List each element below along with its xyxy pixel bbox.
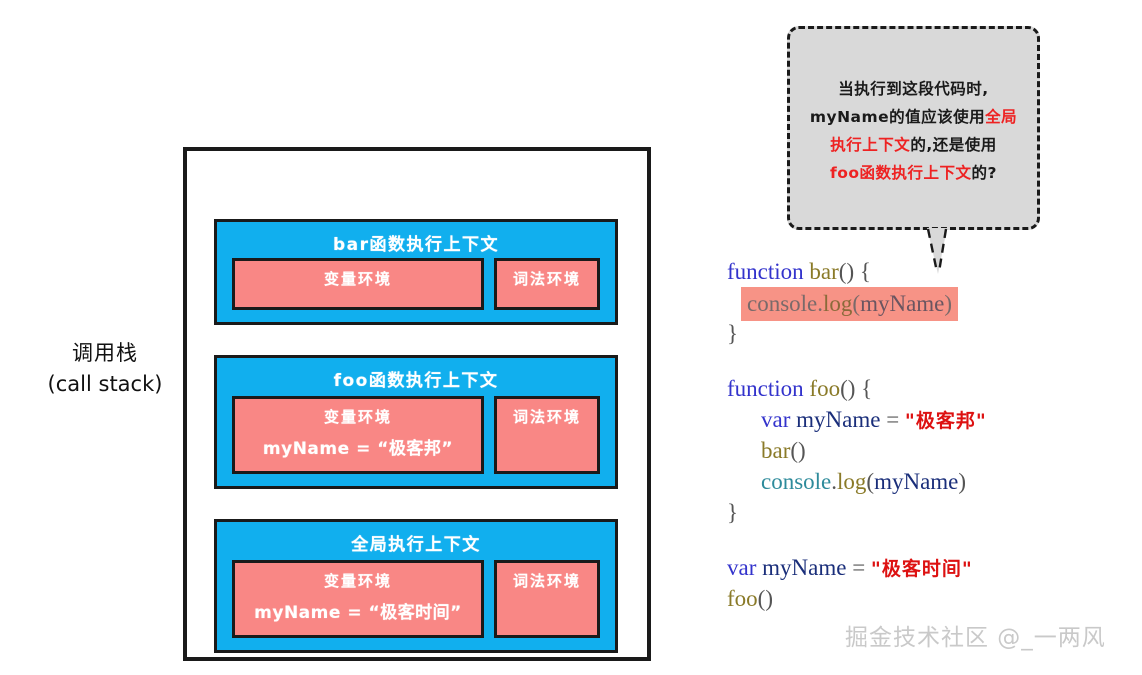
code-token-str: "极客邦" — [904, 410, 987, 432]
code-line-bar-close: } — [727, 318, 1127, 349]
lexical-environment-foo-title: 词法环境 — [512, 408, 581, 426]
code-token-obj: console — [747, 291, 818, 316]
variable-environment-foo-binding: myName = “极客邦” — [262, 439, 454, 459]
variable-environment-global: 变量环境 myName = “极客时间” — [232, 560, 484, 638]
code-line-foo-callbar: bar() — [727, 435, 1127, 466]
variable-environment-global-binding: myName = “极客时间” — [254, 603, 462, 623]
code-token-kw: function — [727, 376, 810, 401]
bubble-line-1: 当执行到这段代码时, — [838, 80, 989, 98]
code-token-fn: log — [837, 469, 867, 494]
code-line-blank-1 — [727, 349, 1127, 373]
code-token-fn: bar — [761, 438, 791, 463]
code-token-kw: function — [727, 259, 810, 284]
execution-context-bar-title: bar函数执行上下文 — [332, 235, 500, 255]
code-line-global-var: var myName = "极客时间" — [727, 552, 1127, 583]
code-token-fn: bar — [809, 259, 839, 284]
execution-context-global-title: 全局执行上下文 — [351, 535, 481, 555]
code-line-global-callfoo: foo() — [727, 583, 1127, 614]
code-token-var: myName — [762, 555, 847, 580]
environment-row: 变量环境 myName = “极客邦” 词法环境 — [232, 396, 600, 474]
speech-bubble-tail-icon — [926, 228, 948, 274]
code-token-kw: var — [761, 407, 797, 432]
variable-environment-global-title: 变量环境 — [323, 572, 392, 590]
annotation-speech-bubble: 当执行到这段代码时, myName的值应该使用全局 执行上下文的,还是使用 fo… — [787, 26, 1040, 230]
code-token-punct: . — [831, 469, 838, 494]
lexical-environment-foo: 词法环境 — [494, 396, 600, 474]
code-token-punct: ( — [852, 291, 861, 316]
code-token-punct: . — [817, 291, 824, 316]
lexical-environment-bar-title: 词法环境 — [512, 270, 581, 288]
code-line-foo-var: var myName = "极客邦" — [727, 404, 1127, 435]
code-token-punct: = — [846, 555, 871, 580]
variable-environment-foo-title: 变量环境 — [323, 408, 392, 426]
code-token-fn: log — [823, 291, 853, 316]
code-token-kw: var — [727, 555, 763, 580]
environment-row: 变量环境 词法环境 — [232, 258, 600, 310]
code-token-punct: ( — [866, 469, 875, 494]
environment-row: 变量环境 myName = “极客时间” 词法环境 — [232, 560, 600, 638]
code-token-punct: } — [727, 321, 739, 346]
annotation-text: 当执行到这段代码时, myName的值应该使用全局 执行上下文的,还是使用 fo… — [790, 29, 1037, 187]
bubble-line-4-highlight: foo函数执行上下文 — [829, 164, 972, 182]
code-line-bar-decl: function bar() { — [727, 256, 1127, 287]
bubble-line-3-highlight: 执行上下文 — [830, 136, 911, 154]
bubble-line-4-plain: 的? — [971, 164, 998, 182]
bubble-line-2-plain: myName的值应该使用 — [809, 108, 986, 126]
call-stack-label-en: (call stack) — [47, 372, 163, 396]
variable-environment-foo: 变量环境 myName = “极客邦” — [232, 396, 484, 474]
code-token-obj: console — [761, 469, 832, 494]
variable-environment-bar-title: 变量环境 — [323, 270, 392, 288]
call-stack-label: 调用栈 (call stack) — [30, 338, 180, 400]
lexical-environment-bar: 词法环境 — [494, 258, 600, 310]
execution-context-global[interactable]: 全局执行上下文 变量环境 myName = “极客时间” 词法环境 — [214, 519, 618, 653]
code-token-punct: () — [757, 586, 773, 611]
code-token-var: myName — [874, 469, 959, 494]
code-highlight: console.log(myName) — [741, 287, 959, 321]
code-token-fn: foo — [727, 586, 758, 611]
code-token-fn: foo — [809, 376, 841, 401]
code-token-str: "极客时间" — [870, 558, 973, 580]
code-line-blank-2 — [727, 528, 1127, 552]
code-token-punct: = — [880, 407, 905, 432]
code-block: function bar() {console.log(myName)}func… — [727, 256, 1127, 614]
code-line-foo-console: console.log(myName) — [727, 466, 1127, 497]
bubble-line-3-plain: 的,还是使用 — [910, 136, 997, 154]
code-token-punct: () { — [840, 376, 873, 401]
code-token-punct: () { — [838, 259, 871, 284]
code-line-bar-console: console.log(myName) — [727, 287, 1127, 321]
code-token-punct: ) — [958, 469, 967, 494]
bubble-line-2-highlight: 全局 — [985, 108, 1018, 126]
code-token-punct: () — [790, 438, 806, 463]
call-stack-frame: bar函数执行上下文 变量环境 词法环境 foo函数执行上下文 变量环境 myN… — [183, 147, 651, 661]
lexical-environment-global-title: 词法环境 — [512, 572, 581, 590]
code-token-var: myName — [796, 407, 881, 432]
code-line-foo-close: } — [727, 497, 1127, 528]
code-token-var: myName — [860, 291, 945, 316]
code-line-foo-decl: function foo() { — [727, 373, 1127, 404]
code-token-punct: } — [727, 500, 739, 525]
watermark: 掘金技术社区 @_一两风 — [845, 625, 1106, 651]
execution-context-foo-title: foo函数执行上下文 — [333, 371, 499, 391]
lexical-environment-global: 词法环境 — [494, 560, 600, 638]
execution-context-bar[interactable]: bar函数执行上下文 变量环境 词法环境 — [214, 219, 618, 325]
variable-environment-bar: 变量环境 — [232, 258, 484, 310]
execution-context-foo[interactable]: foo函数执行上下文 变量环境 myName = “极客邦” 词法环境 — [214, 355, 618, 489]
call-stack-label-zh: 调用栈 — [72, 341, 138, 365]
code-token-punct: ) — [944, 291, 953, 316]
